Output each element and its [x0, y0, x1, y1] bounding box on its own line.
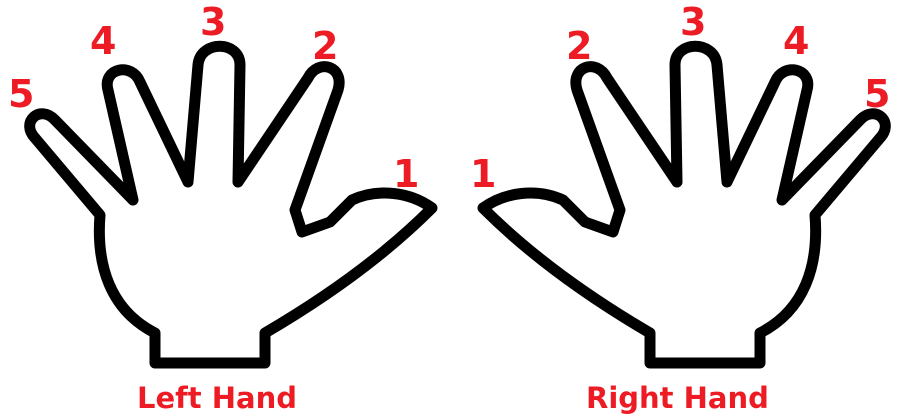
left-hand: 5 4 3 2 1 Left Hand: [8, 0, 432, 415]
left-finger-2-label: 2: [312, 24, 338, 68]
right-finger-3-label: 3: [680, 0, 706, 44]
right-finger-5-label: 5: [864, 72, 890, 116]
right-finger-4-label: 4: [783, 19, 809, 63]
left-hand-outline: [30, 46, 432, 363]
right-finger-1-label: 1: [470, 152, 496, 196]
left-finger-4-label: 4: [90, 19, 116, 63]
right-hand: [483, 46, 885, 363]
right-hand-outline: [483, 46, 885, 363]
left-finger-5-label: 5: [8, 72, 34, 116]
left-finger-3-label: 3: [200, 0, 226, 44]
right-hand-label: Right Hand: [586, 381, 769, 415]
right-finger-2-label: 2: [566, 24, 592, 68]
left-hand-label: Left Hand: [137, 381, 297, 415]
left-finger-1-label: 1: [393, 152, 419, 196]
